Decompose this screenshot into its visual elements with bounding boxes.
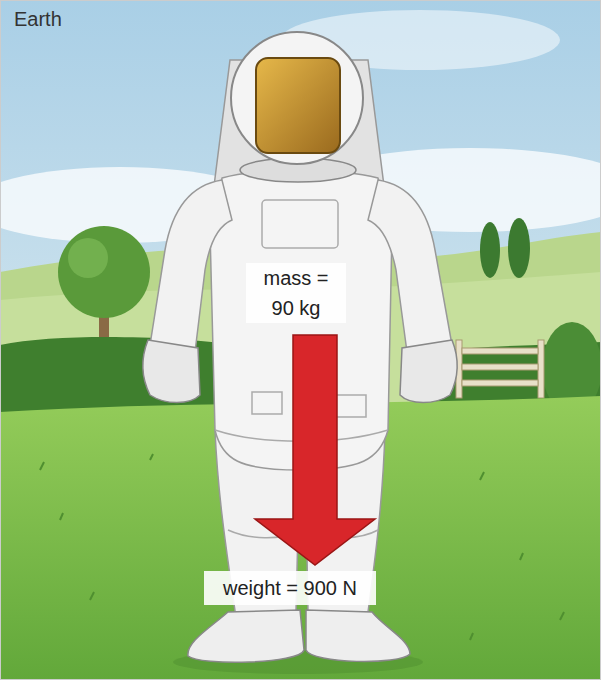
knee-folds [228, 530, 378, 538]
fence-post [538, 340, 544, 398]
cypress-tree [508, 218, 530, 278]
node-text: weight = 900 N [212, 573, 368, 603]
fence-rail [462, 364, 538, 370]
grass-tufts [40, 454, 564, 640]
suit-arm [368, 180, 452, 352]
helmet [231, 32, 363, 164]
tree-canopy [58, 226, 150, 318]
pocket [252, 392, 282, 414]
suit-torso [210, 171, 392, 471]
fence-rail [462, 348, 538, 354]
glove [143, 340, 200, 403]
suit-arm [150, 180, 232, 352]
pocket [336, 395, 366, 417]
glove [400, 340, 457, 403]
fence-rail [462, 380, 538, 386]
boot [306, 610, 410, 661]
chest-panel [262, 200, 338, 248]
tree-highlight [68, 238, 108, 278]
boot [188, 610, 304, 662]
place-label: Earth [14, 8, 62, 31]
quantity-label: weight = 900 N [204, 571, 376, 605]
force-arrow [255, 335, 375, 565]
node-text: mass = 90 kg [256, 263, 336, 323]
cypress-tree [480, 222, 500, 278]
quantity-label: mass = 90 kg [246, 263, 346, 323]
visor [256, 58, 340, 153]
belt-line [215, 430, 388, 441]
